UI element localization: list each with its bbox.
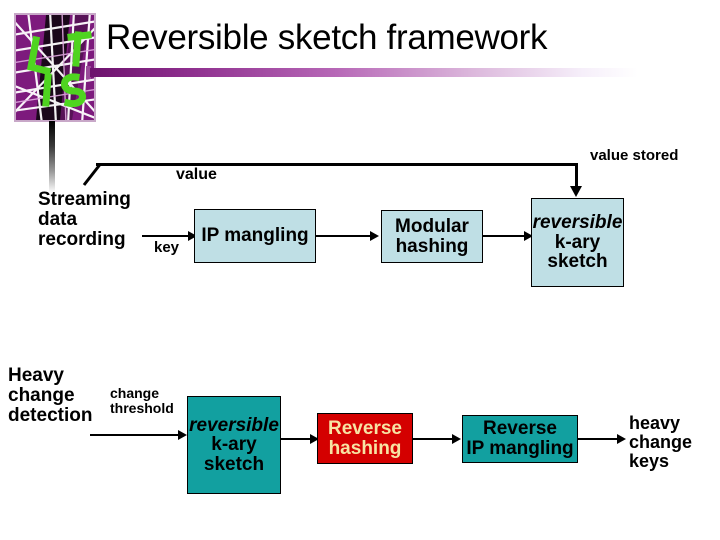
edge-to-heavy-change-keys: [578, 438, 620, 440]
heavy-change-keys-label: heavy change keys: [629, 413, 693, 472]
lis-map-logo: [14, 13, 96, 122]
title-rule: [90, 68, 638, 77]
edge-sketch-to-reverse-hashing-arrowhead: [310, 434, 319, 444]
edge-source-to-ip-mangling: [142, 235, 190, 237]
slide-header: Reversible sketch framework: [0, 0, 720, 193]
edge-reverse-hashing-to-reverse-ip-mangling: [413, 438, 455, 440]
change-threshold-label: change threshold: [110, 385, 174, 416]
edge-to-heavy-change-keys-arrowhead: [617, 434, 626, 444]
key-edge-label: key: [154, 239, 180, 256]
edge-reverse-hashing-to-reverse-ip-mangling-arrowhead: [452, 434, 461, 444]
edge-detection-to-sketch-arrowhead: [178, 430, 187, 440]
value-stored-label: value stored: [590, 147, 679, 164]
value-edge-vertical: [575, 163, 578, 187]
value-edge-label: value: [176, 166, 217, 183]
edge-source-to-ip-mangling-arrowhead: [188, 231, 197, 241]
edge-ip-mangling-to-modular-hashing-arrowhead: [370, 231, 379, 241]
value-edge-arrowhead: [570, 186, 582, 197]
title-rule-cap: [86, 66, 91, 79]
edge-modular-hashing-to-sketch: [483, 235, 527, 237]
edge-ip-mangling-to-modular-hashing: [316, 235, 372, 237]
node-reversible-k-ary-sketch-detect[interactable]: reversible k-ary sketch: [187, 396, 281, 494]
page-title: Reversible sketch framework: [106, 18, 548, 57]
value-edge-diagonal-stub: [82, 163, 102, 186]
node-modular-hashing[interactable]: Modular hashing: [381, 210, 483, 263]
node-reversible-k-ary-sketch[interactable]: reversible k-ary sketch: [531, 198, 624, 287]
node-ip-mangling[interactable]: IP mangling: [194, 209, 316, 263]
edge-modular-hashing-to-sketch-arrowhead: [524, 231, 533, 241]
node-reverse-hashing[interactable]: Reverse hashing: [317, 413, 413, 464]
edge-sketch-to-reverse-hashing: [281, 438, 313, 440]
edge-detection-to-sketch: [90, 434, 180, 436]
node-reverse-ip-mangling[interactable]: Reverse IP mangling: [462, 415, 578, 463]
heavy-change-detection-label: Heavy change detection: [8, 365, 93, 427]
streaming-data-recording-label: Streaming data recording: [38, 189, 131, 251]
value-edge-horizontal: [96, 163, 578, 166]
logo-artwork: [16, 15, 94, 120]
logo-stem-gradient: [49, 121, 55, 193]
